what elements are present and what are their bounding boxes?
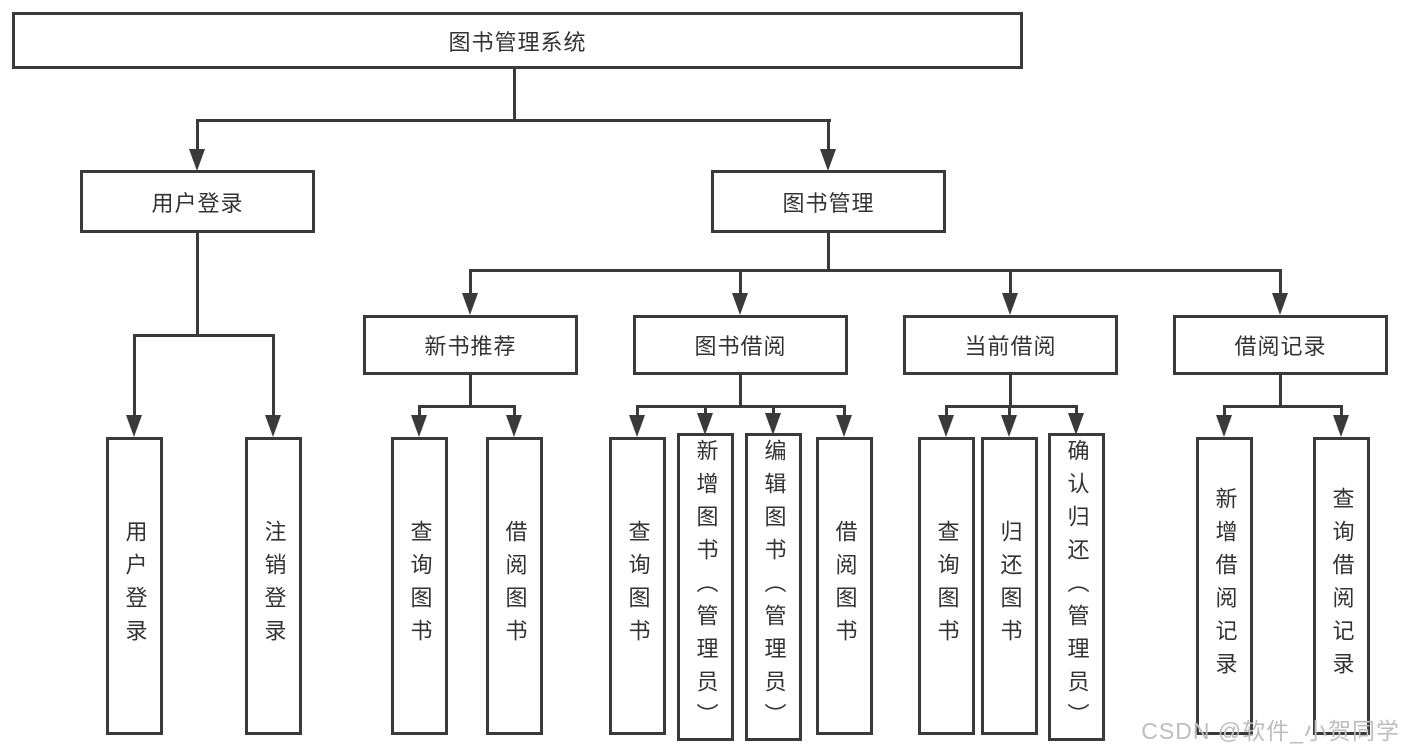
connector-line	[418, 405, 421, 417]
connector-line	[945, 405, 948, 417]
arrow-down-icon	[1216, 415, 1232, 437]
node-book-borrow-label: 图书借阅	[694, 334, 787, 359]
node-book-management: 图书管理	[711, 170, 946, 233]
leaf-nb-query-books: 查询图书	[391, 437, 448, 735]
leaf-nb-query-books-label: 查询图书	[407, 520, 433, 652]
arrow-down-icon	[629, 415, 645, 437]
arrow-down-icon	[820, 149, 836, 171]
leaf-bb-edit-books-admin: 编辑图书（管理员）	[745, 433, 802, 741]
arrow-down-icon	[1272, 293, 1288, 315]
watermark-text: CSDN @软件_小贺同学	[1141, 718, 1400, 744]
leaf-cb-query-books: 查询图书	[918, 437, 975, 735]
connector-line	[1075, 405, 1078, 417]
connector-line	[469, 375, 472, 408]
leaf-bb-add-books-admin-label: 新增图书（管理员）	[693, 438, 719, 736]
node-book-borrow: 图书借阅	[633, 315, 848, 375]
connector-line	[945, 405, 1078, 408]
leaf-logout: 注销登录	[245, 437, 302, 735]
node-user-login-label: 用户登录	[151, 190, 244, 216]
node-book-management-label: 图书管理	[782, 190, 875, 216]
leaf-bb-add-books-admin: 新增图书（管理员）	[677, 433, 734, 741]
connector-line	[1009, 375, 1012, 408]
connector-line	[1223, 405, 1343, 408]
leaf-user-login: 用户登录	[106, 437, 163, 735]
node-current-borrow-label: 当前借阅	[964, 334, 1057, 359]
connector-line	[704, 405, 707, 417]
node-new-book-recommend-label: 新书推荐	[424, 334, 517, 359]
connector-line	[1009, 269, 1012, 297]
leaf-cb-confirm-return-admin-label: 确认归还（管理员）	[1064, 438, 1090, 736]
leaf-br-query-record: 查询借阅记录	[1313, 437, 1370, 735]
arrow-down-icon	[697, 413, 713, 435]
arrow-down-icon	[1002, 293, 1018, 315]
connector-line	[196, 233, 199, 337]
leaf-bb-edit-books-admin-label: 编辑图书（管理员）	[761, 438, 787, 736]
arrow-down-icon	[1001, 415, 1017, 437]
connector-line	[513, 68, 516, 122]
connector-line	[636, 405, 846, 408]
leaf-br-add-record: 新增借阅记录	[1196, 437, 1253, 735]
leaf-br-add-record-label: 新增借阅记录	[1212, 487, 1238, 685]
leaf-bb-borrow-books: 借阅图书	[816, 437, 873, 735]
connector-line	[1223, 405, 1226, 417]
leaf-nb-borrow-books: 借阅图书	[486, 437, 543, 735]
leaf-user-login-label: 用户登录	[122, 520, 148, 652]
arrow-down-icon	[836, 415, 852, 437]
connector-line	[827, 119, 830, 153]
connector-line	[1340, 405, 1343, 417]
leaf-bb-query-books-label: 查询图书	[625, 520, 651, 652]
leaf-bb-query-books: 查询图书	[609, 437, 666, 735]
leaf-bb-borrow-books-label: 借阅图书	[832, 520, 858, 652]
connector-line	[133, 334, 275, 337]
arrow-down-icon	[732, 293, 748, 315]
leaf-logout-label: 注销登录	[261, 520, 287, 652]
connector-line	[469, 269, 472, 297]
arrow-down-icon	[1333, 415, 1349, 437]
connector-line	[1008, 405, 1011, 417]
node-borrow-records-label: 借阅记录	[1234, 334, 1327, 359]
arrow-down-icon	[506, 415, 522, 437]
node-root-label: 图书管理系统	[448, 29, 587, 55]
connector-line	[133, 334, 136, 418]
arrow-down-icon	[1068, 413, 1084, 435]
arrow-down-icon	[265, 415, 281, 437]
node-user-login: 用户登录	[80, 170, 315, 233]
leaf-br-query-record-label: 查询借阅记录	[1329, 487, 1355, 685]
node-borrow-records: 借阅记录	[1173, 315, 1388, 375]
leaf-cb-return-books: 归还图书	[981, 437, 1038, 735]
node-current-borrow: 当前借阅	[903, 315, 1118, 375]
leaf-cb-query-books-label: 查询图书	[934, 520, 960, 652]
connector-line	[513, 405, 516, 417]
arrow-down-icon	[765, 413, 781, 435]
leaf-cb-confirm-return-admin: 确认归还（管理员）	[1048, 433, 1105, 741]
leaf-nb-borrow-books-label: 借阅图书	[502, 520, 528, 652]
connector-line	[196, 119, 199, 153]
connector-line	[739, 269, 742, 297]
arrow-down-icon	[189, 149, 205, 171]
connector-line	[772, 405, 775, 417]
connector-line	[1279, 375, 1282, 408]
arrow-down-icon	[938, 415, 954, 437]
connector-line	[843, 405, 846, 417]
arrow-down-icon	[462, 293, 478, 315]
arrow-down-icon	[411, 415, 427, 437]
connector-line	[1279, 269, 1282, 297]
leaf-cb-return-books-label: 归还图书	[997, 520, 1023, 652]
arrow-down-icon	[126, 415, 142, 437]
connector-line	[418, 405, 516, 408]
connector-line	[196, 119, 831, 122]
connector-line	[636, 405, 639, 417]
connector-line	[827, 233, 830, 272]
connector-line	[739, 375, 742, 408]
node-new-book-recommend: 新书推荐	[363, 315, 578, 375]
connector-line	[272, 334, 275, 418]
connector-line	[469, 269, 1282, 272]
node-root: 图书管理系统	[12, 12, 1023, 69]
